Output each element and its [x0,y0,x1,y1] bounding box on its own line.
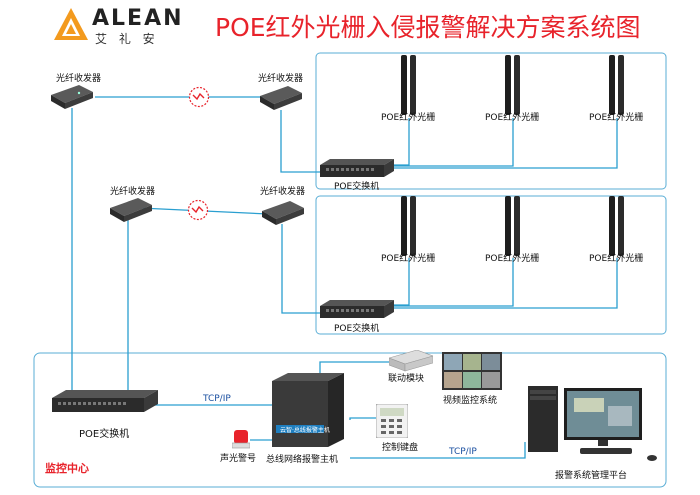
transceiver-label-2: 光纤收发器 [258,74,304,84]
transceiver-label-1: 光纤收发器 [56,74,102,84]
alean-logo-icon [54,8,88,40]
siren-label: 声光警号 [220,454,257,464]
video-system-label: 视频监控系统 [443,396,498,406]
fiber-link-icon [188,86,210,108]
beam-label-6: POE红外光栅 [589,254,644,264]
infrared-beam-icon [401,196,416,256]
poe-switch-icon [320,159,394,177]
video-wall-icon [442,352,502,390]
zone-box-2 [315,195,667,335]
transceiver-label-3: 光纤收发器 [110,187,156,197]
infrared-beam-icon [401,55,416,115]
linkage-module-label: 联动模块 [388,374,425,384]
platform-label: 报警系统管理平台 [555,471,628,481]
transceiver-label-4: 光纤收发器 [260,187,306,197]
fiber-transceiver-icon [260,86,302,110]
beam-label-3: POE红外光栅 [589,113,644,123]
brand-name: ALEAN [92,6,184,31]
beam-label-4: POE红外光栅 [381,254,436,264]
poe-switch-icon [52,390,158,412]
tcp-ip-label-2: TCP/IP [449,447,477,457]
brand-name-cn: 艾 礼 安 [95,32,159,46]
keypad-icon [376,404,408,438]
linkage-module-icon [389,350,433,372]
infrared-beam-icon [609,55,624,115]
center-switch-label: POE交换机 [79,429,130,440]
beam-label-5: POE红外光栅 [485,254,540,264]
computer-icon [528,386,657,461]
infrared-beam-icon [609,196,624,256]
tcp-ip-label-1: TCP/IP [203,394,231,404]
zone-box-1 [315,52,667,190]
page-title: POE红外光栅入侵报警解决方案系统图 [215,13,641,42]
zone2-switch-label: POE交换机 [334,324,380,334]
fiber-transceiver-icon [262,201,304,225]
zone1-switch-label: POE交换机 [334,182,380,192]
infrared-beam-icon [505,55,520,115]
keypad-label: 控制键盘 [382,443,419,453]
fiber-link-icon [187,199,209,221]
poe-switch-icon [320,300,394,318]
alarm-host-panel-text: 云智·总线报警主机 [280,427,330,434]
fiber-transceiver-icon [51,85,93,109]
monitor-center-label: 监控中心 [45,462,89,475]
alarm-host-label: 总线网络报警主机 [266,455,339,465]
siren-icon [232,430,250,449]
monitor-center-box [33,352,667,488]
beam-label-1: POE红外光栅 [381,113,436,123]
beam-label-2: POE红外光栅 [485,113,540,123]
alarm-host-icon [272,373,344,447]
infrared-beam-icon [505,196,520,256]
fiber-transceiver-icon [110,198,152,222]
